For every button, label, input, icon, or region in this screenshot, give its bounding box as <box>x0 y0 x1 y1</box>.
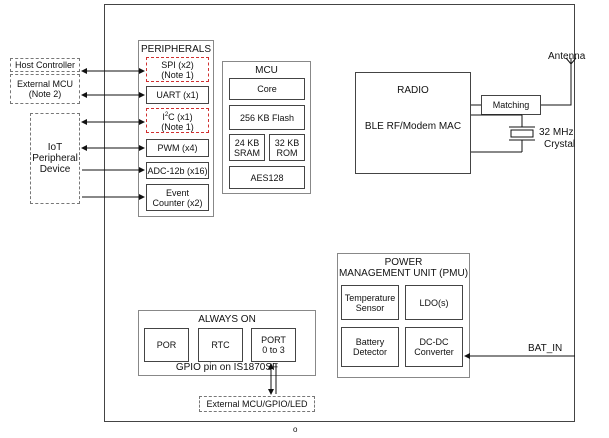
link-matching-antenna <box>541 64 572 106</box>
rtc-label: RTC <box>211 340 230 350</box>
external-mcu-label-1: External MCU <box>16 79 73 89</box>
por-label: POR <box>156 340 177 350</box>
mcu-title: MCU <box>255 65 278 76</box>
crystal-label-2: Crystal <box>544 139 576 150</box>
antenna-label: Antenna <box>548 51 586 62</box>
host-controller-box: Host Controller <box>10 58 80 72</box>
external-gpio-label: External MCU/GPIO/LED <box>206 399 308 409</box>
sram-label-1: 24 KB <box>234 137 260 148</box>
aes-label: AES128 <box>250 172 284 183</box>
dcdc-converter-block: DC-DC Converter <box>405 327 463 367</box>
core-label: Core <box>257 84 277 94</box>
event-counter-label-1: Event <box>165 187 189 198</box>
temp-sensor-label-2: Sensor <box>355 302 385 313</box>
temperature-sensor-block: Temperature Sensor <box>341 285 399 320</box>
radio-title: RADIO <box>397 85 429 96</box>
pmu-title-2: MANAGEMENT UNIT (PMU) <box>338 268 469 279</box>
crystal-label-1: 32 MHz <box>539 127 574 138</box>
always-on-title: ALWAYS ON <box>198 314 256 325</box>
i2c-note: (Note 1) <box>161 121 194 132</box>
ldo-block: LDO(s) <box>405 285 463 320</box>
flash-label: 256 KB Flash <box>239 112 295 123</box>
gpio-note: GPIO pin on IS1870SF <box>175 362 279 373</box>
port-block: PORT 0 to 3 <box>251 328 296 362</box>
uart-label: UART (x1) <box>156 90 199 100</box>
peripherals-title: PERIPHERALS <box>140 44 212 55</box>
footer-mark: o <box>293 425 298 434</box>
rom-label-2: ROM <box>276 147 298 158</box>
i2c-label: I2C (x1) <box>162 111 193 122</box>
port-label-1: PORT <box>261 335 286 345</box>
crystal-body <box>510 129 534 138</box>
temp-sensor-label-1: Temperature <box>344 292 396 303</box>
dcdc-label-1: DC-DC <box>419 337 449 347</box>
bat-in-label: BAT_IN <box>528 343 563 354</box>
rom-block: 32 KB ROM <box>269 134 305 161</box>
por-block: POR <box>144 328 189 362</box>
spi-block: SPI (x2) (Note 1) <box>146 57 209 82</box>
dcdc-label-2: Converter <box>414 347 454 357</box>
adc-label: ADC-12b (x16) <box>147 165 208 176</box>
flash-block: 256 KB Flash <box>229 105 305 130</box>
core-block: Core <box>229 78 305 100</box>
adc-block: ADC-12b (x16) <box>146 162 209 179</box>
rtc-block: RTC <box>198 328 243 362</box>
external-gpio-box: External MCU/GPIO/LED <box>199 396 315 412</box>
i2c-block: I2C (x1) (Note 1) <box>146 108 209 133</box>
uart-block: UART (x1) <box>146 86 209 104</box>
sram-label-2: SRAM <box>233 147 260 158</box>
spi-label: SPI (x2) <box>161 59 194 70</box>
battery-detector-block: Battery Detector <box>341 327 399 367</box>
battery-detector-label-1: Battery <box>355 337 385 347</box>
pmu-title-1: POWER <box>384 257 423 268</box>
external-mcu-box: External MCU (Note 2) <box>10 74 80 104</box>
ldo-label: LDO(s) <box>419 297 449 308</box>
port-label-2: 0 to 3 <box>262 345 285 355</box>
iot-label-1: IoT <box>47 142 63 153</box>
event-counter-block: Event Counter (x2) <box>146 184 209 211</box>
iot-label-2: Peripheral <box>32 153 78 164</box>
spi-note: (Note 1) <box>161 69 194 80</box>
host-controller-label: Host Controller <box>14 60 76 70</box>
external-mcu-label-2: (Note 2) <box>28 89 62 99</box>
sram-block: 24 KB SRAM <box>229 134 265 161</box>
radio-block: RADIO BLE RF/Modem MAC <box>355 72 471 174</box>
battery-detector-label-2: Detector <box>352 347 387 357</box>
pwm-label: PWM (x4) <box>157 143 198 153</box>
pwm-block: PWM (x4) <box>146 139 209 157</box>
matching-label: Matching <box>492 100 530 110</box>
iot-label-3: Device <box>39 164 71 175</box>
radio-subtitle: BLE RF/Modem MAC <box>364 121 462 132</box>
rom-label-1: 32 KB <box>274 137 300 148</box>
aes-block: AES128 <box>229 166 305 189</box>
iot-device-box: IoT Peripheral Device <box>30 113 80 204</box>
event-counter-label-2: Counter (x2) <box>152 197 203 208</box>
